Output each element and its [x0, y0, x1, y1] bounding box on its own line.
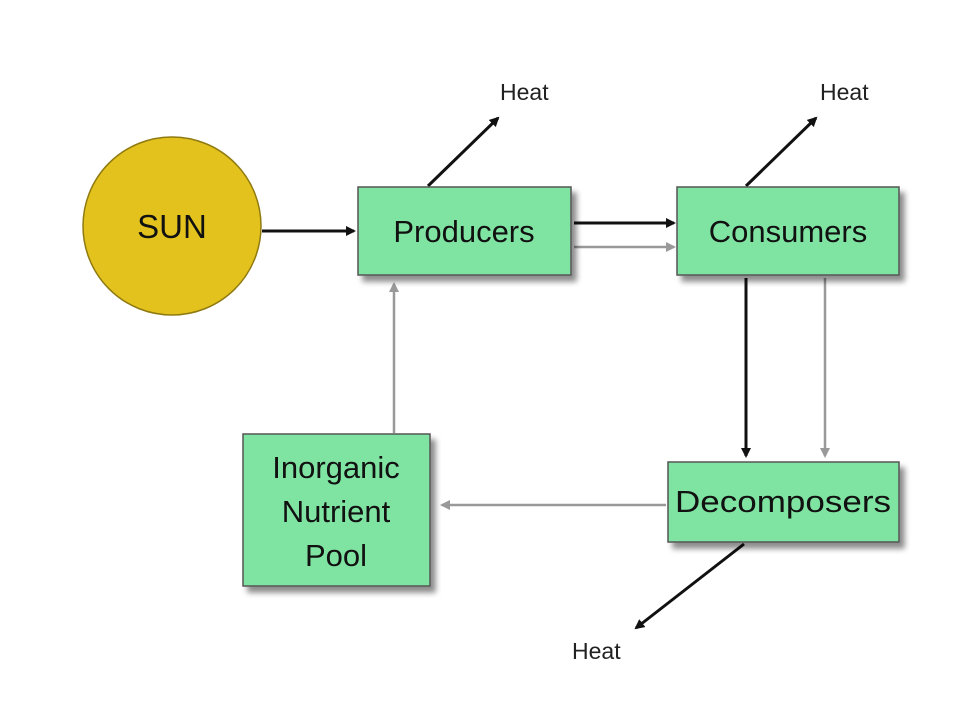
producers-label: Producers — [393, 214, 534, 249]
arrow-producers-heat — [426, 116, 500, 188]
nutrient-pool-label-line-1: Inorganic — [272, 450, 400, 485]
consumers-label: Consumers — [709, 214, 868, 249]
decomposers-label: Decomposers — [675, 484, 891, 519]
producers-box — [357, 186, 572, 276]
nutrient-pool-node: Inorganic Nutrient Pool — [242, 433, 431, 587]
heat-label-producers: Heat — [500, 79, 549, 105]
decomposers-node: Decomposers — [667, 461, 900, 543]
nutrient-pool-label-line-2: Nutrient — [282, 494, 391, 529]
nutrient-pool-label-line-3: Pool — [305, 538, 367, 573]
producers-node: Producers — [357, 186, 572, 276]
consumers-box — [676, 186, 900, 276]
sun-label: SUN — [137, 208, 207, 245]
consumers-node: Consumers — [676, 186, 900, 276]
heat-label-consumers: Heat — [820, 79, 869, 105]
decomposers-box — [667, 461, 900, 543]
nutrient-pool-box — [242, 433, 431, 587]
sun-circle — [82, 136, 262, 316]
arrow-decomposers-heat — [634, 542, 745, 630]
arrow-consumers-heat — [744, 116, 818, 188]
sun-node: SUN — [82, 136, 262, 316]
heat-label-decomposers: Heat — [572, 638, 621, 664]
